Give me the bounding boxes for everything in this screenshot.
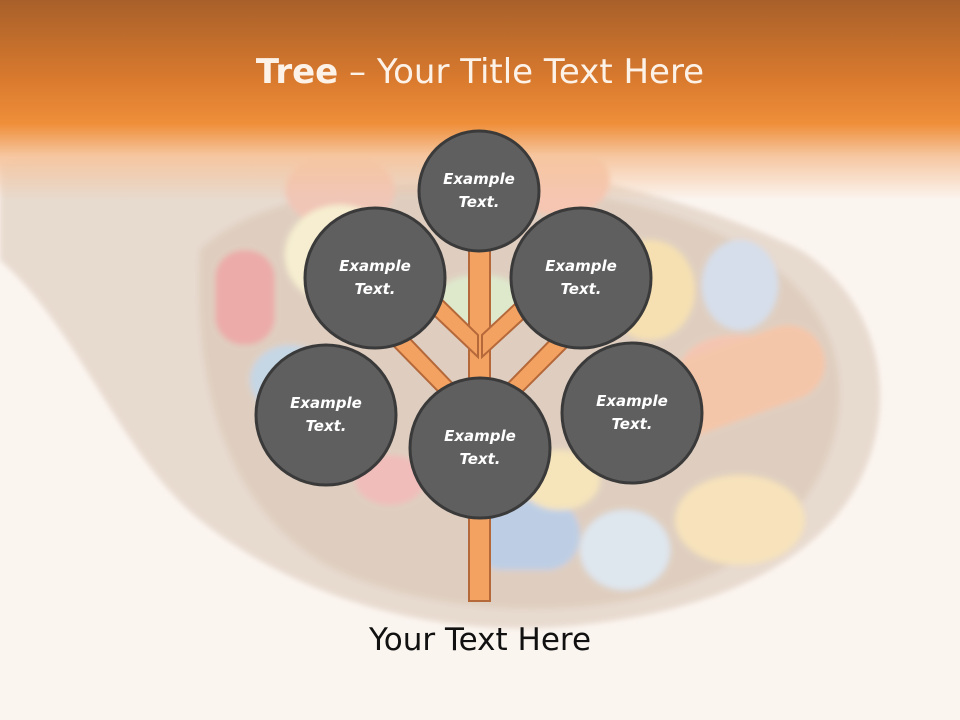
- node-lower-right-line2: Text.: [611, 415, 653, 433]
- node-upper-left: [303, 206, 447, 350]
- node-upper-right: [509, 206, 653, 350]
- node-top-label: Example Text.: [424, 168, 534, 214]
- node-center: [408, 376, 552, 520]
- node-upper-left-label: Example Text.: [320, 255, 430, 301]
- node-upper-left-line1: Example: [339, 257, 411, 275]
- slide-title: Tree – Your Title Text Here: [0, 52, 960, 92]
- node-top: [417, 129, 541, 253]
- node-lower-left-line2: Text.: [305, 417, 347, 435]
- node-lower-left: [254, 343, 398, 487]
- node-lower-right-label: Example Text.: [577, 390, 687, 436]
- node-center-line1: Example: [444, 427, 516, 445]
- node-lower-right-line1: Example: [596, 392, 668, 410]
- node-upper-left-line2: Text.: [354, 280, 396, 298]
- node-center-line2: Text.: [459, 450, 501, 468]
- node-lower-left-label: Example Text.: [271, 392, 381, 438]
- node-top-line1: Example: [443, 170, 515, 188]
- node-upper-right-label: Example Text.: [526, 255, 636, 301]
- title-bold: Tree: [255, 52, 339, 92]
- tree-nodes: [254, 129, 704, 520]
- node-top-line2: Text.: [458, 193, 500, 211]
- node-lower-left-line1: Example: [290, 394, 362, 412]
- node-center-label: Example Text.: [425, 425, 535, 471]
- title-rest: – Your Title Text Here: [338, 52, 705, 92]
- node-upper-right-line1: Example: [545, 257, 617, 275]
- node-upper-right-line2: Text.: [560, 280, 602, 298]
- footer-text: Your Text Here: [368, 622, 592, 658]
- node-lower-right: [560, 341, 704, 485]
